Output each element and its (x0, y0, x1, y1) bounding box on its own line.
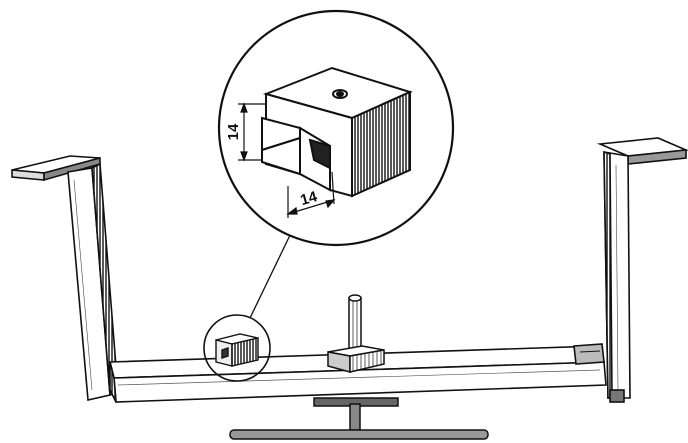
left-post (11, 155, 119, 401)
magnified-detail: 14 14 (217, 9, 455, 247)
vertical-dimension-label: 14 (225, 123, 242, 140)
center-clamp (229, 294, 489, 440)
small-notched-block (215, 333, 259, 367)
notched-block-magnified (261, 66, 413, 198)
horizontal-dimension-label: 14 (298, 188, 319, 209)
vertical-dimension (238, 102, 266, 162)
callout-leader-line (249, 230, 293, 319)
detail-callout-small (203, 314, 271, 382)
horizontal-dimension (286, 171, 336, 218)
right-post (596, 137, 688, 403)
